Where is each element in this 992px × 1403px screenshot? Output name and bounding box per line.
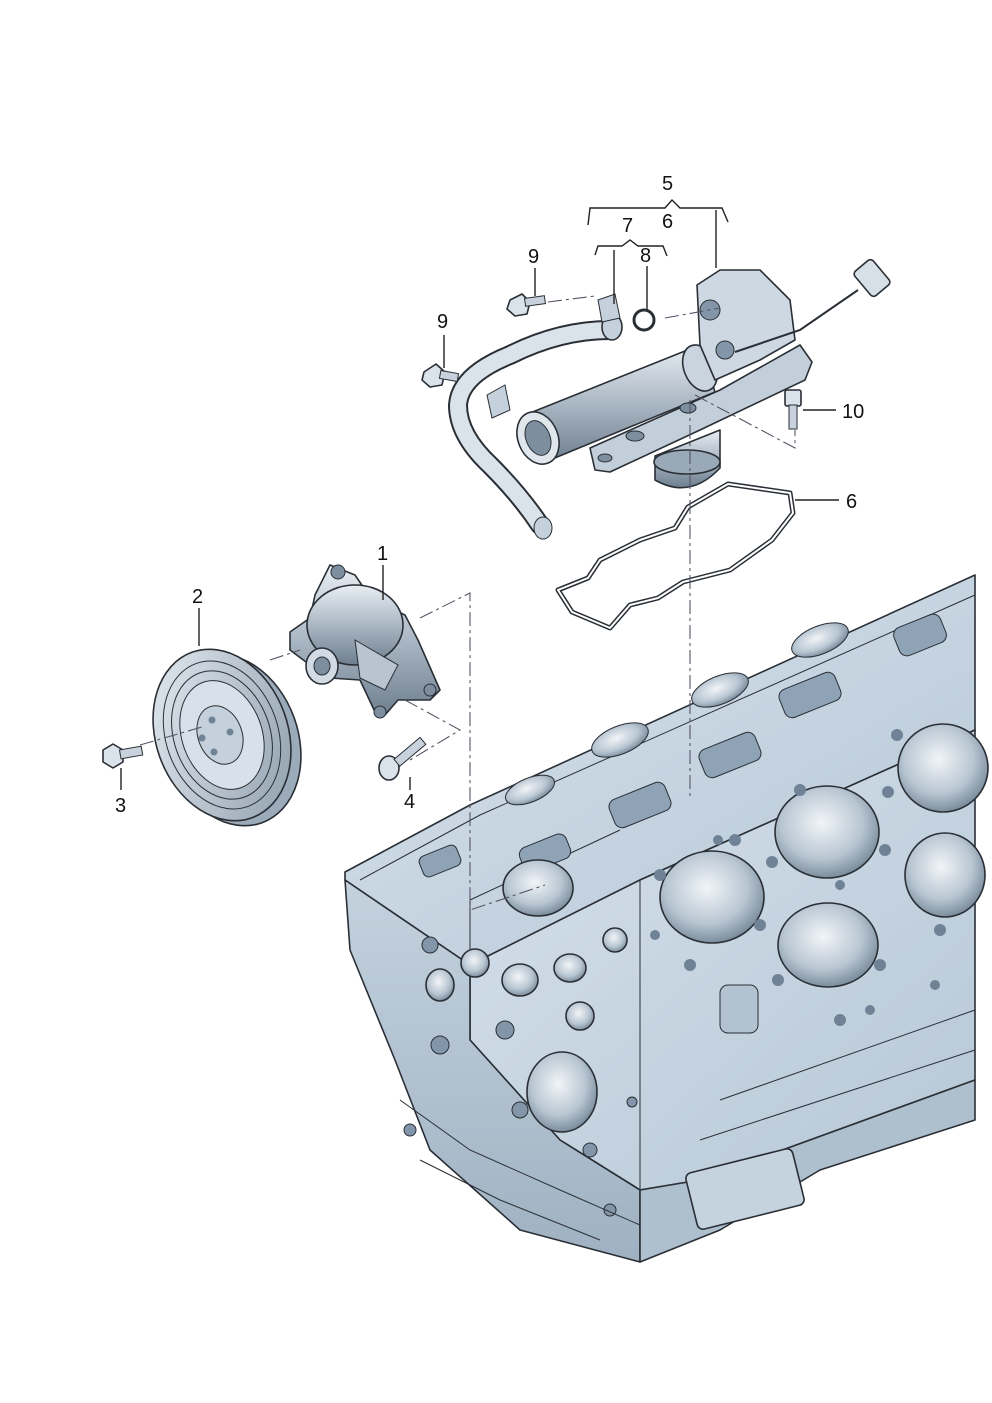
callout-9-upper: 9 <box>528 246 539 268</box>
coolant-pipe-assembly <box>516 258 891 489</box>
callout-7: 7 <box>622 215 633 237</box>
engine-block <box>344 574 989 1263</box>
bolt-3 <box>102 743 144 769</box>
callout-6-gasket: 6 <box>846 491 857 513</box>
o-ring <box>632 308 656 332</box>
callout-9-lower: 9 <box>437 311 448 333</box>
callout-10: 10 <box>842 401 864 423</box>
callout-4: 4 <box>404 791 415 813</box>
bolt-9-lower <box>421 363 460 388</box>
bolt-9-upper <box>506 293 547 317</box>
callout-3: 3 <box>115 795 126 817</box>
callout-1: 1 <box>377 543 388 565</box>
pulley <box>152 648 302 827</box>
bolt-4 <box>378 736 427 781</box>
water-pump <box>289 564 441 719</box>
callout-2: 2 <box>192 586 203 608</box>
bypass-hose <box>447 293 623 540</box>
callout-6-top: 6 <box>662 211 673 233</box>
coolant-pipe-gasket <box>555 481 796 631</box>
assembly-lines <box>139 295 796 911</box>
bolt-10 <box>784 389 802 430</box>
callout-8: 8 <box>640 245 651 267</box>
callout-5: 5 <box>662 173 673 195</box>
callout-labels: 5 6 7 8 9 9 10 6 1 2 3 4 <box>115 173 864 817</box>
callout-leaders <box>120 198 839 790</box>
